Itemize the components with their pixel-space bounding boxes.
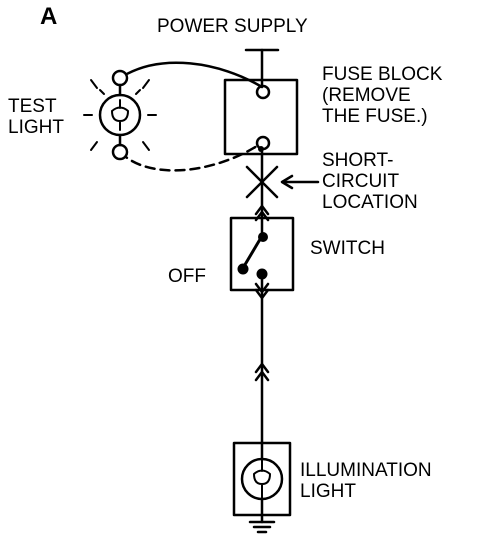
switch-label: SWITCH [310,238,385,259]
switch-contact-pivot [237,263,249,275]
test-light-lead-bottom [118,144,259,172]
fuse-terminal-top [255,84,271,100]
short-circuit-label: SHORT- CIRCUIT LOCATION [322,150,418,213]
test-light-terminal-top [111,69,129,87]
switch-contact-bottom [256,268,268,280]
fuse-block-label: FUSE BLOCK (REMOVE THE FUSE.) [322,64,443,127]
test-light-bulb [98,93,142,137]
switch-contact-top [258,232,268,242]
glow-rays-icon [83,79,157,151]
test-light-lead-top [118,61,264,89]
switch-blade [241,234,264,270]
test-light-terminal-bottom [111,143,129,161]
power-supply-label: POWER SUPPLY [157,16,308,37]
current-arrow [254,362,270,374]
switch-box [229,216,295,292]
ground-icon [248,520,276,534]
bulb-filament-icon [111,99,129,131]
figure-label: A [40,3,58,30]
current-arrow [254,282,270,294]
test-light-label: TEST LIGHT [8,96,64,138]
off-label: OFF [168,266,206,287]
illumination-light-label: ILLUMINATION LIGHT [300,460,432,502]
current-arrow [254,204,270,216]
bulb-filament-icon [253,458,271,500]
